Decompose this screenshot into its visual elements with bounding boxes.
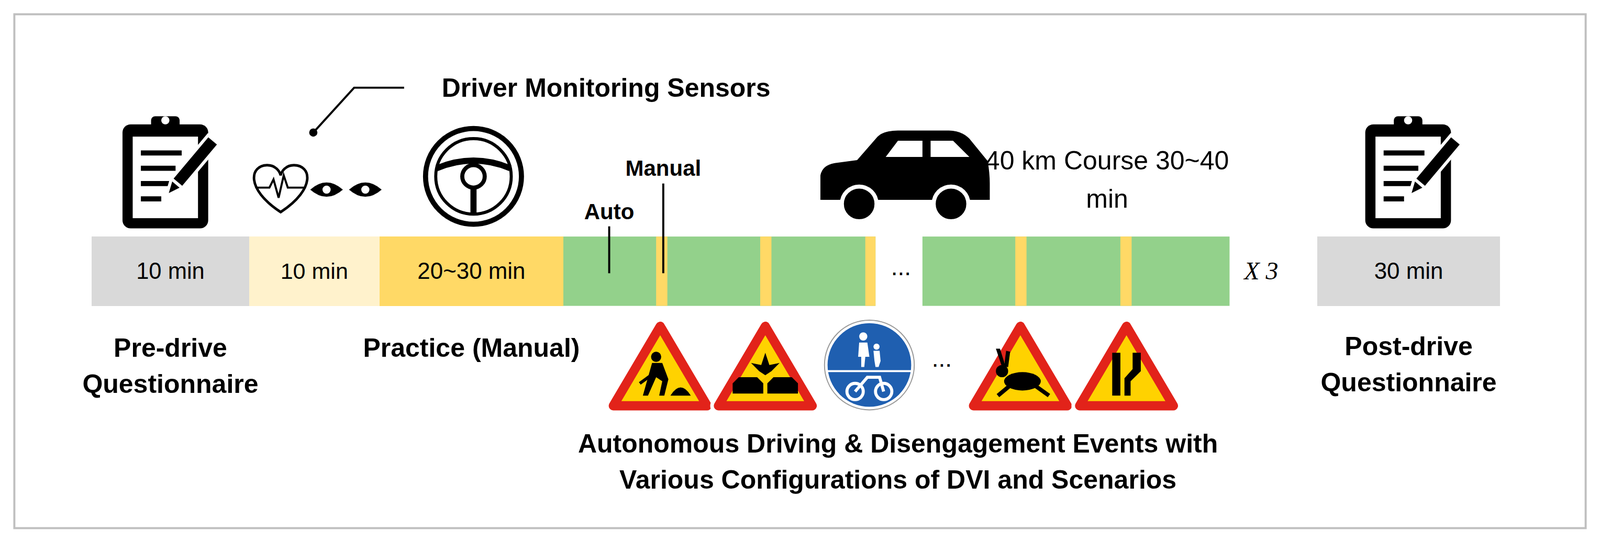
callout-label: Driver Monitoring Sensors <box>441 72 771 104</box>
course-note: 40 km Course 30~40 min <box>969 141 1246 218</box>
duration-text: 10 min <box>91 258 249 285</box>
section-caption: Autonomous Driving & Disengagement Event… <box>530 426 1265 499</box>
car-icon <box>820 130 991 221</box>
phase-label: Practice (Manual) <box>335 330 608 367</box>
phase-label: Pre-drive Questionnaire <box>34 330 307 403</box>
frame <box>14 14 1586 529</box>
callout-label: Manual <box>625 154 702 182</box>
road-narrows-sign <box>1079 326 1174 407</box>
timeline-segment: 20~30 minPractice (Manual) <box>379 236 564 307</box>
repeat-count: X 3 <box>1243 256 1279 287</box>
cycle-path-sign <box>824 320 915 410</box>
leader-dot <box>309 128 318 138</box>
ellipsis: ... <box>891 252 911 282</box>
sensor-icon <box>253 165 382 213</box>
phase-label: Post-drive Questionnaire <box>1272 328 1546 402</box>
deer-sign <box>973 326 1068 407</box>
clipboard-icon <box>122 116 219 229</box>
timeline-segment: 10 minPre-drive Questionnaire <box>91 236 249 307</box>
ellipsis: ... <box>931 344 952 374</box>
collision-sign <box>718 326 813 407</box>
steering-wheel-icon <box>425 128 522 225</box>
callout-label: Auto <box>584 198 635 226</box>
duration-text: 20~30 min <box>379 258 564 285</box>
timeline-segment: 30 minPost-drive Questionnaire <box>1317 236 1500 307</box>
roadworks-sign <box>613 326 707 407</box>
duration-text: 10 min <box>249 258 380 285</box>
timeline-segment: 10 min <box>249 236 380 307</box>
duration-text: 30 min <box>1317 258 1500 285</box>
